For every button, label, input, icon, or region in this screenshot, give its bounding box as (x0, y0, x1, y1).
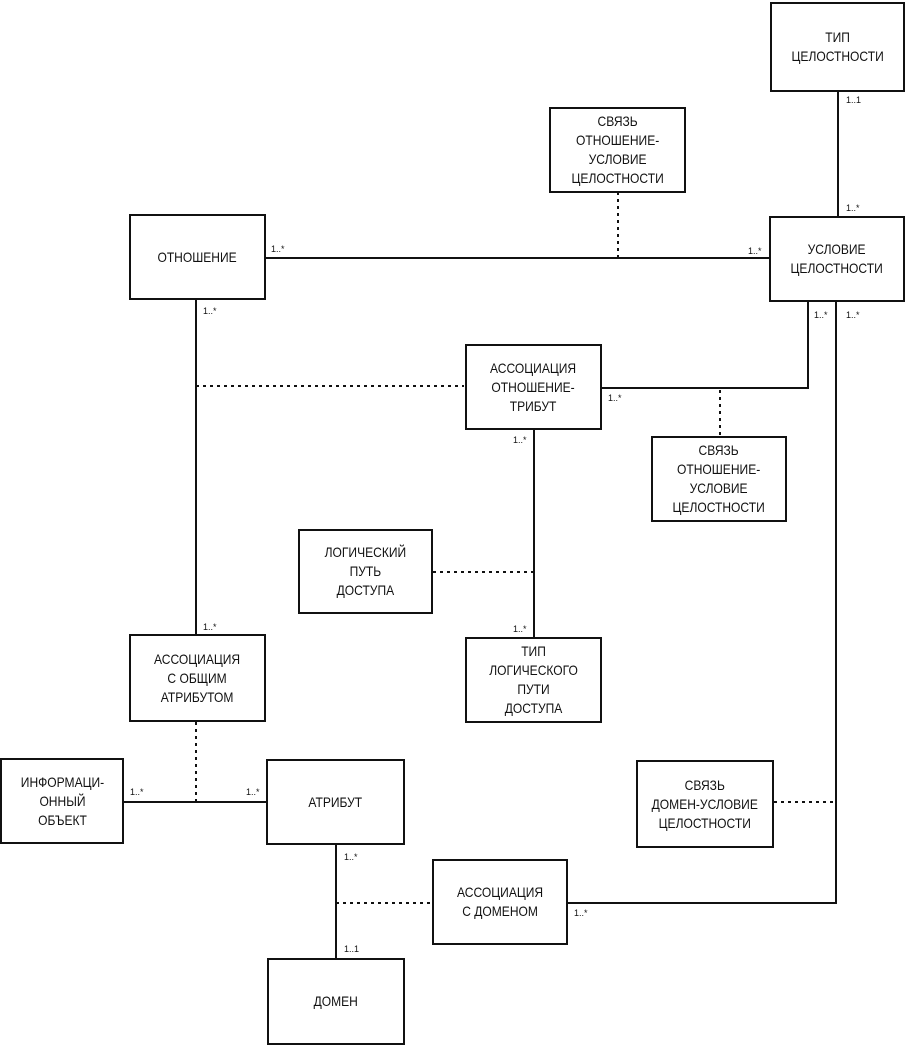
entity-label: ТИП ЦЕЛОСТНОСТИ (791, 29, 884, 64)
entity-common-attribute-association: АССОЦИАЦИЯ С ОБЩИМ АТРИБУТОМ (129, 634, 266, 722)
multiplicity-label: 1..* (574, 908, 588, 918)
multiplicity-label: 1..* (203, 306, 217, 316)
multiplicity-label: 1..1 (344, 944, 360, 954)
multiplicity-label: 1..* (846, 203, 860, 213)
multiplicity-label: 1..* (608, 393, 622, 403)
entity-label: СВЯЗЬ ОТНОШЕНИЕ- УСЛОВИЕ ЦЕЛОСТНОСТИ (672, 442, 766, 515)
multiplicity-label: 1..* (513, 624, 527, 634)
multiplicity-label: 1..* (271, 244, 285, 254)
multiplicity-label: 1..* (130, 787, 144, 797)
multiplicity-label: 1..* (513, 435, 527, 445)
entity-domain-association: АССОЦИАЦИЯ С ДОМЕНОМ (432, 859, 568, 945)
entity-relation-integrity-link-mid: СВЯЗЬ ОТНОШЕНИЕ- УСЛОВИЕ ЦЕЛОСТНОСТИ (651, 436, 787, 522)
multiplicity-label: 1..* (814, 310, 828, 320)
entity-integrity-type: ТИП ЦЕЛОСТНОСТИ (770, 2, 905, 92)
entity-label: ИНФОРМАЦИ- ОННЫЙ ОБЪЕКТ (20, 773, 104, 828)
entity-relation: ОТНОШЕНИЕ (129, 214, 266, 300)
entity-integrity-condition: УСЛОВИЕ ЦЕЛОСТНОСТИ (769, 216, 905, 302)
entity-label: ДОМЕН (313, 993, 359, 1009)
entity-label: ЛОГИЧЕСКИЙ ПУТЬ ДОСТУПА (324, 544, 407, 598)
entity-label: ОТНОШЕНИЕ (157, 248, 238, 265)
entity-logical-access-path: ЛОГИЧЕСКИЙ ПУТЬ ДОСТУПА (298, 529, 433, 614)
entity-label: АТРИБУТ (308, 793, 363, 810)
connector-condition-assoc-attr (602, 302, 809, 389)
multiplicity-label: 1..* (203, 622, 217, 632)
entity-label: АССОЦИАЦИЯ С ДОМЕНОМ (456, 884, 544, 919)
entity-label: АССОЦИАЦИЯ С ОБЩИМ АТРИБУТОМ (154, 650, 241, 705)
entity-label: СВЯЗЬ ОТНОШЕНИЕ- УСЛОВИЕ ЦЕЛОСТНОСТИ (571, 113, 664, 186)
entity-relation-attribute-association: АССОЦИАЦИЯ ОТНОШЕНИЕ- ТРИБУТ (465, 344, 602, 430)
entity-label: СВЯЗЬ ДОМЕН-УСЛОВИЕ ЦЕЛОСТНОСТИ (651, 776, 759, 831)
multiplicity-label: 1..1 (846, 95, 862, 105)
entity-label: АССОЦИАЦИЯ ОТНОШЕНИЕ- ТРИБУТ (490, 359, 577, 414)
entity-relation-integrity-link-top: СВЯЗЬ ОТНОШЕНИЕ- УСЛОВИЕ ЦЕЛОСТНОСТИ (549, 107, 686, 193)
multiplicity-label: 1..* (344, 852, 358, 862)
entity-domain: ДОМЕН (267, 958, 405, 1045)
entity-attribute: АТРИБУТ (266, 759, 405, 845)
entity-information-object: ИНФОРМАЦИ- ОННЫЙ ОБЪЕКТ (0, 758, 124, 844)
multiplicity-label: 1..* (246, 787, 260, 797)
connector-condition-domain-assoc (568, 302, 837, 904)
multiplicity-label: 1..* (846, 310, 860, 320)
multiplicity-label: 1..* (748, 246, 762, 256)
entity-label: УСЛОВИЕ ЦЕЛОСТНОСТИ (790, 241, 884, 276)
entity-label: ТИП ЛОГИЧЕСКОГО ПУТИ ДОСТУПА (489, 643, 578, 716)
entity-domain-integrity-link: СВЯЗЬ ДОМЕН-УСЛОВИЕ ЦЕЛОСТНОСТИ (636, 760, 774, 848)
entity-logical-access-path-type: ТИП ЛОГИЧЕСКОГО ПУТИ ДОСТУПА (465, 637, 602, 723)
